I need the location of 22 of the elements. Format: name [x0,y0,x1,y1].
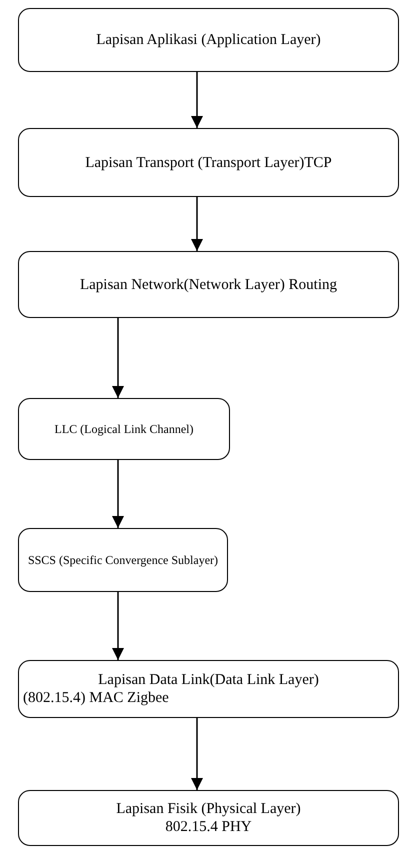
layer-box [18,8,399,72]
arrow [191,72,203,128]
layer-box [18,660,399,718]
layer-label: (802.15.4) MAC Zigbee [23,689,169,707]
layer-label: Lapisan Transport (Transport Layer)TCP [85,154,332,172]
layer-box [18,790,399,846]
layer-box [18,128,399,197]
layer-label: Lapisan Network(Network Layer) Routing [80,276,337,294]
layer-label: LLC (Logical Link Channel) [54,422,194,436]
layer-label: Lapisan Aplikasi (Application Layer) [96,31,321,49]
layer-box [18,528,228,592]
arrow [191,718,203,790]
layer-label: Lapisan Data Link(Data Link Layer) [98,671,319,689]
layer-box [18,251,399,318]
layer-label: 802.15.4 PHY [165,818,252,836]
arrow [112,318,124,398]
arrow [112,460,124,528]
layer-box [18,398,230,460]
arrow [112,592,124,660]
layer-label: Lapisan Fisik (Physical Layer) [116,800,301,818]
layer-label: SSCS (Specific Convergence Sublayer) [28,552,218,568]
arrow [191,197,203,251]
